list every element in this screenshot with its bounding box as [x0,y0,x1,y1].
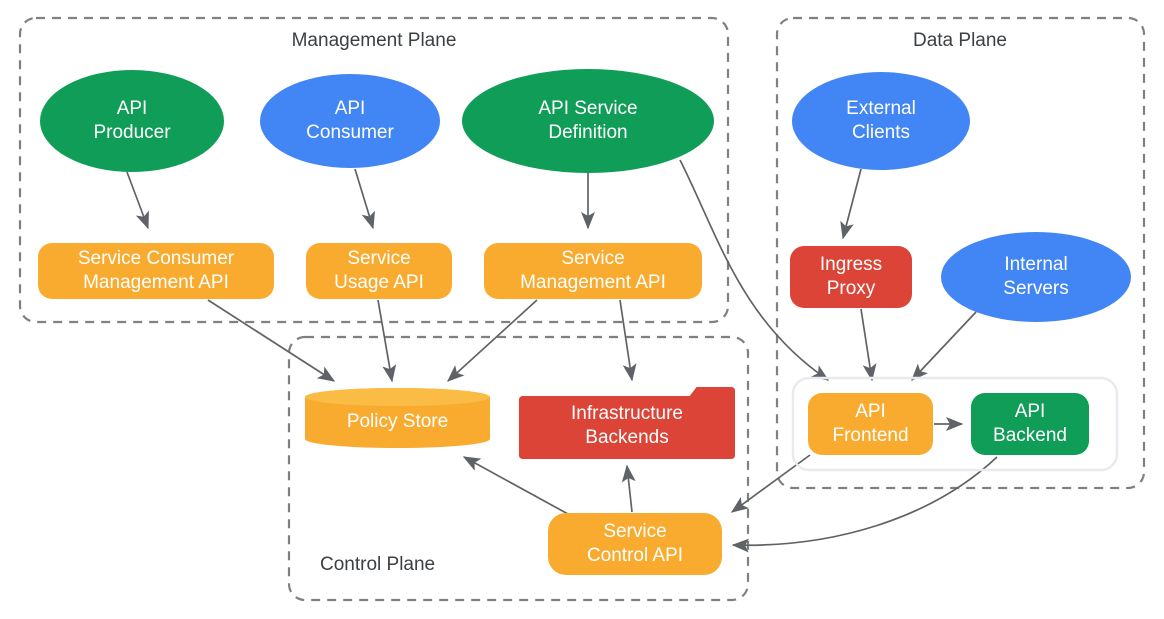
service-control-api-shape[interactable] [548,513,722,575]
external-clients-shape[interactable] [792,72,970,170]
api-backend-shape[interactable] [971,393,1089,455]
api-consumer-shape[interactable] [260,74,440,168]
internal-servers-shape[interactable] [941,232,1131,322]
data-plane: Data Plane [775,16,1146,490]
api-frontend-shape[interactable] [808,393,933,455]
management-plane: Management Plane [18,16,730,324]
policy-store-top [305,388,490,406]
node-group-boxes [791,376,1119,472]
edge-service-control-to-policy [462,456,569,515]
edge-external-clients-to-ingress [840,168,862,240]
management-plane-label: Management Plane [292,30,457,51]
edge-backend-to-service-control [731,456,998,553]
data-plane-label: Data Plane [913,30,1007,51]
edge-consumer-mgmt-to-policy [207,299,336,382]
edge-mgmt-api-to-policy [446,299,538,382]
edge-mgmt-api-to-infrastructure [619,299,637,382]
edge-internal-servers-to-frontend [911,311,977,381]
edge-service-control-to-infrastructure [621,464,636,513]
api-runtime-group [791,376,1119,472]
edge-ingress-to-frontend [860,308,877,382]
control-plane-border [287,335,750,602]
edge-frontend-to-service-control [730,454,811,513]
data-plane-border [775,16,1146,490]
policy-store[interactable]: Policy Store [305,388,490,448]
edge-producer-to-consumer-mgmt [126,171,149,230]
service-management-api-shape[interactable] [484,243,702,299]
ingress-proxy-shape[interactable] [790,246,912,308]
service-usage-api-shape[interactable] [306,243,452,299]
infrastructure-backends-shape[interactable] [519,387,735,459]
edge-consumer-to-usage [354,168,376,230]
api-producer-shape[interactable] [40,70,224,172]
control-plane: Control Plane [287,335,750,602]
edge-usage-to-policy [377,299,397,383]
management-plane-border [18,16,730,324]
api-service-definition-shape[interactable] [462,69,714,173]
service-consumer-management-api-shape[interactable] [38,243,274,299]
edge-definition-to-frontend [679,159,830,381]
edge-connectors [126,159,998,553]
control-plane-label: Control Plane [320,554,435,575]
